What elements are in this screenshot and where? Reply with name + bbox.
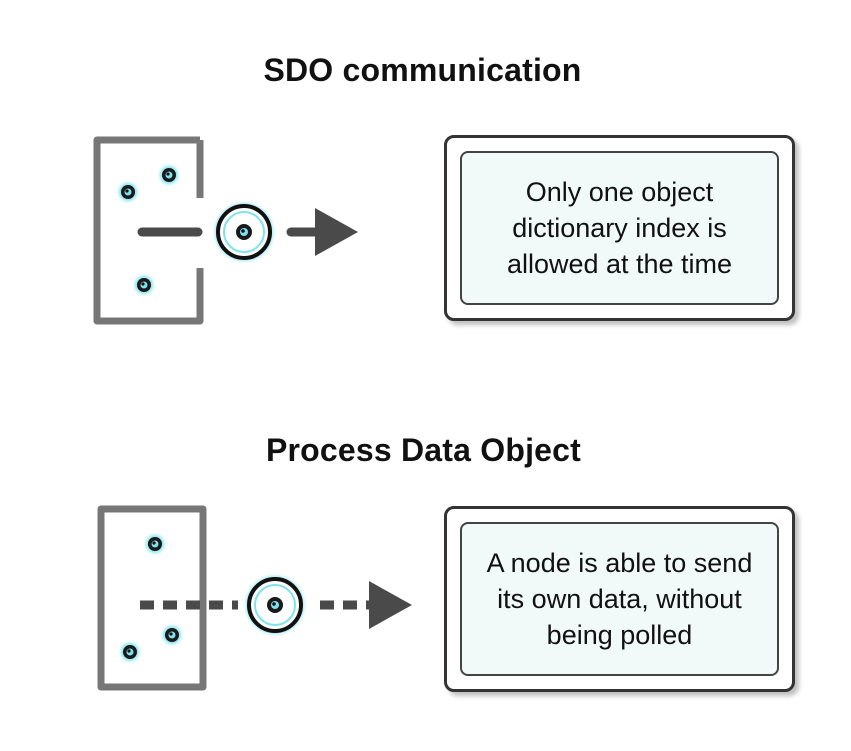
- sdo-object-dot: [160, 166, 178, 184]
- sdo-object-dot: [119, 183, 137, 201]
- sdo-transmitted-object: [215, 203, 273, 261]
- sdo-description-box: Only one object dictionary index is allo…: [444, 135, 795, 321]
- sdo-node-frame: [93, 136, 204, 325]
- pdo-object-dot: [163, 626, 181, 644]
- pdo-description-box: A node is able to send its own data, wit…: [444, 506, 795, 692]
- pdo-description-text: A node is able to send its own data, wit…: [486, 548, 753, 650]
- sdo-object-dot: [135, 276, 153, 294]
- sdo-description-panel: Only one object dictionary index is allo…: [460, 151, 779, 305]
- pdo-object-dot: [146, 535, 164, 553]
- pdo-transmitted-object: [246, 576, 304, 634]
- pdo-object-dot: [121, 643, 139, 661]
- pdo-arrow-icon: [320, 581, 412, 629]
- sdo-title: SDO communication: [263, 52, 582, 88]
- pdo-node-frame: [97, 505, 207, 691]
- sdo-node: [93, 136, 204, 325]
- sdo-arrow-icon: [286, 208, 358, 256]
- sdo-description-text: Only one object dictionary index is allo…: [506, 177, 733, 279]
- pdo-node: [97, 505, 207, 691]
- pdo-title: Process Data Object: [265, 432, 582, 468]
- pdo-description-panel: A node is able to send its own data, wit…: [460, 522, 779, 676]
